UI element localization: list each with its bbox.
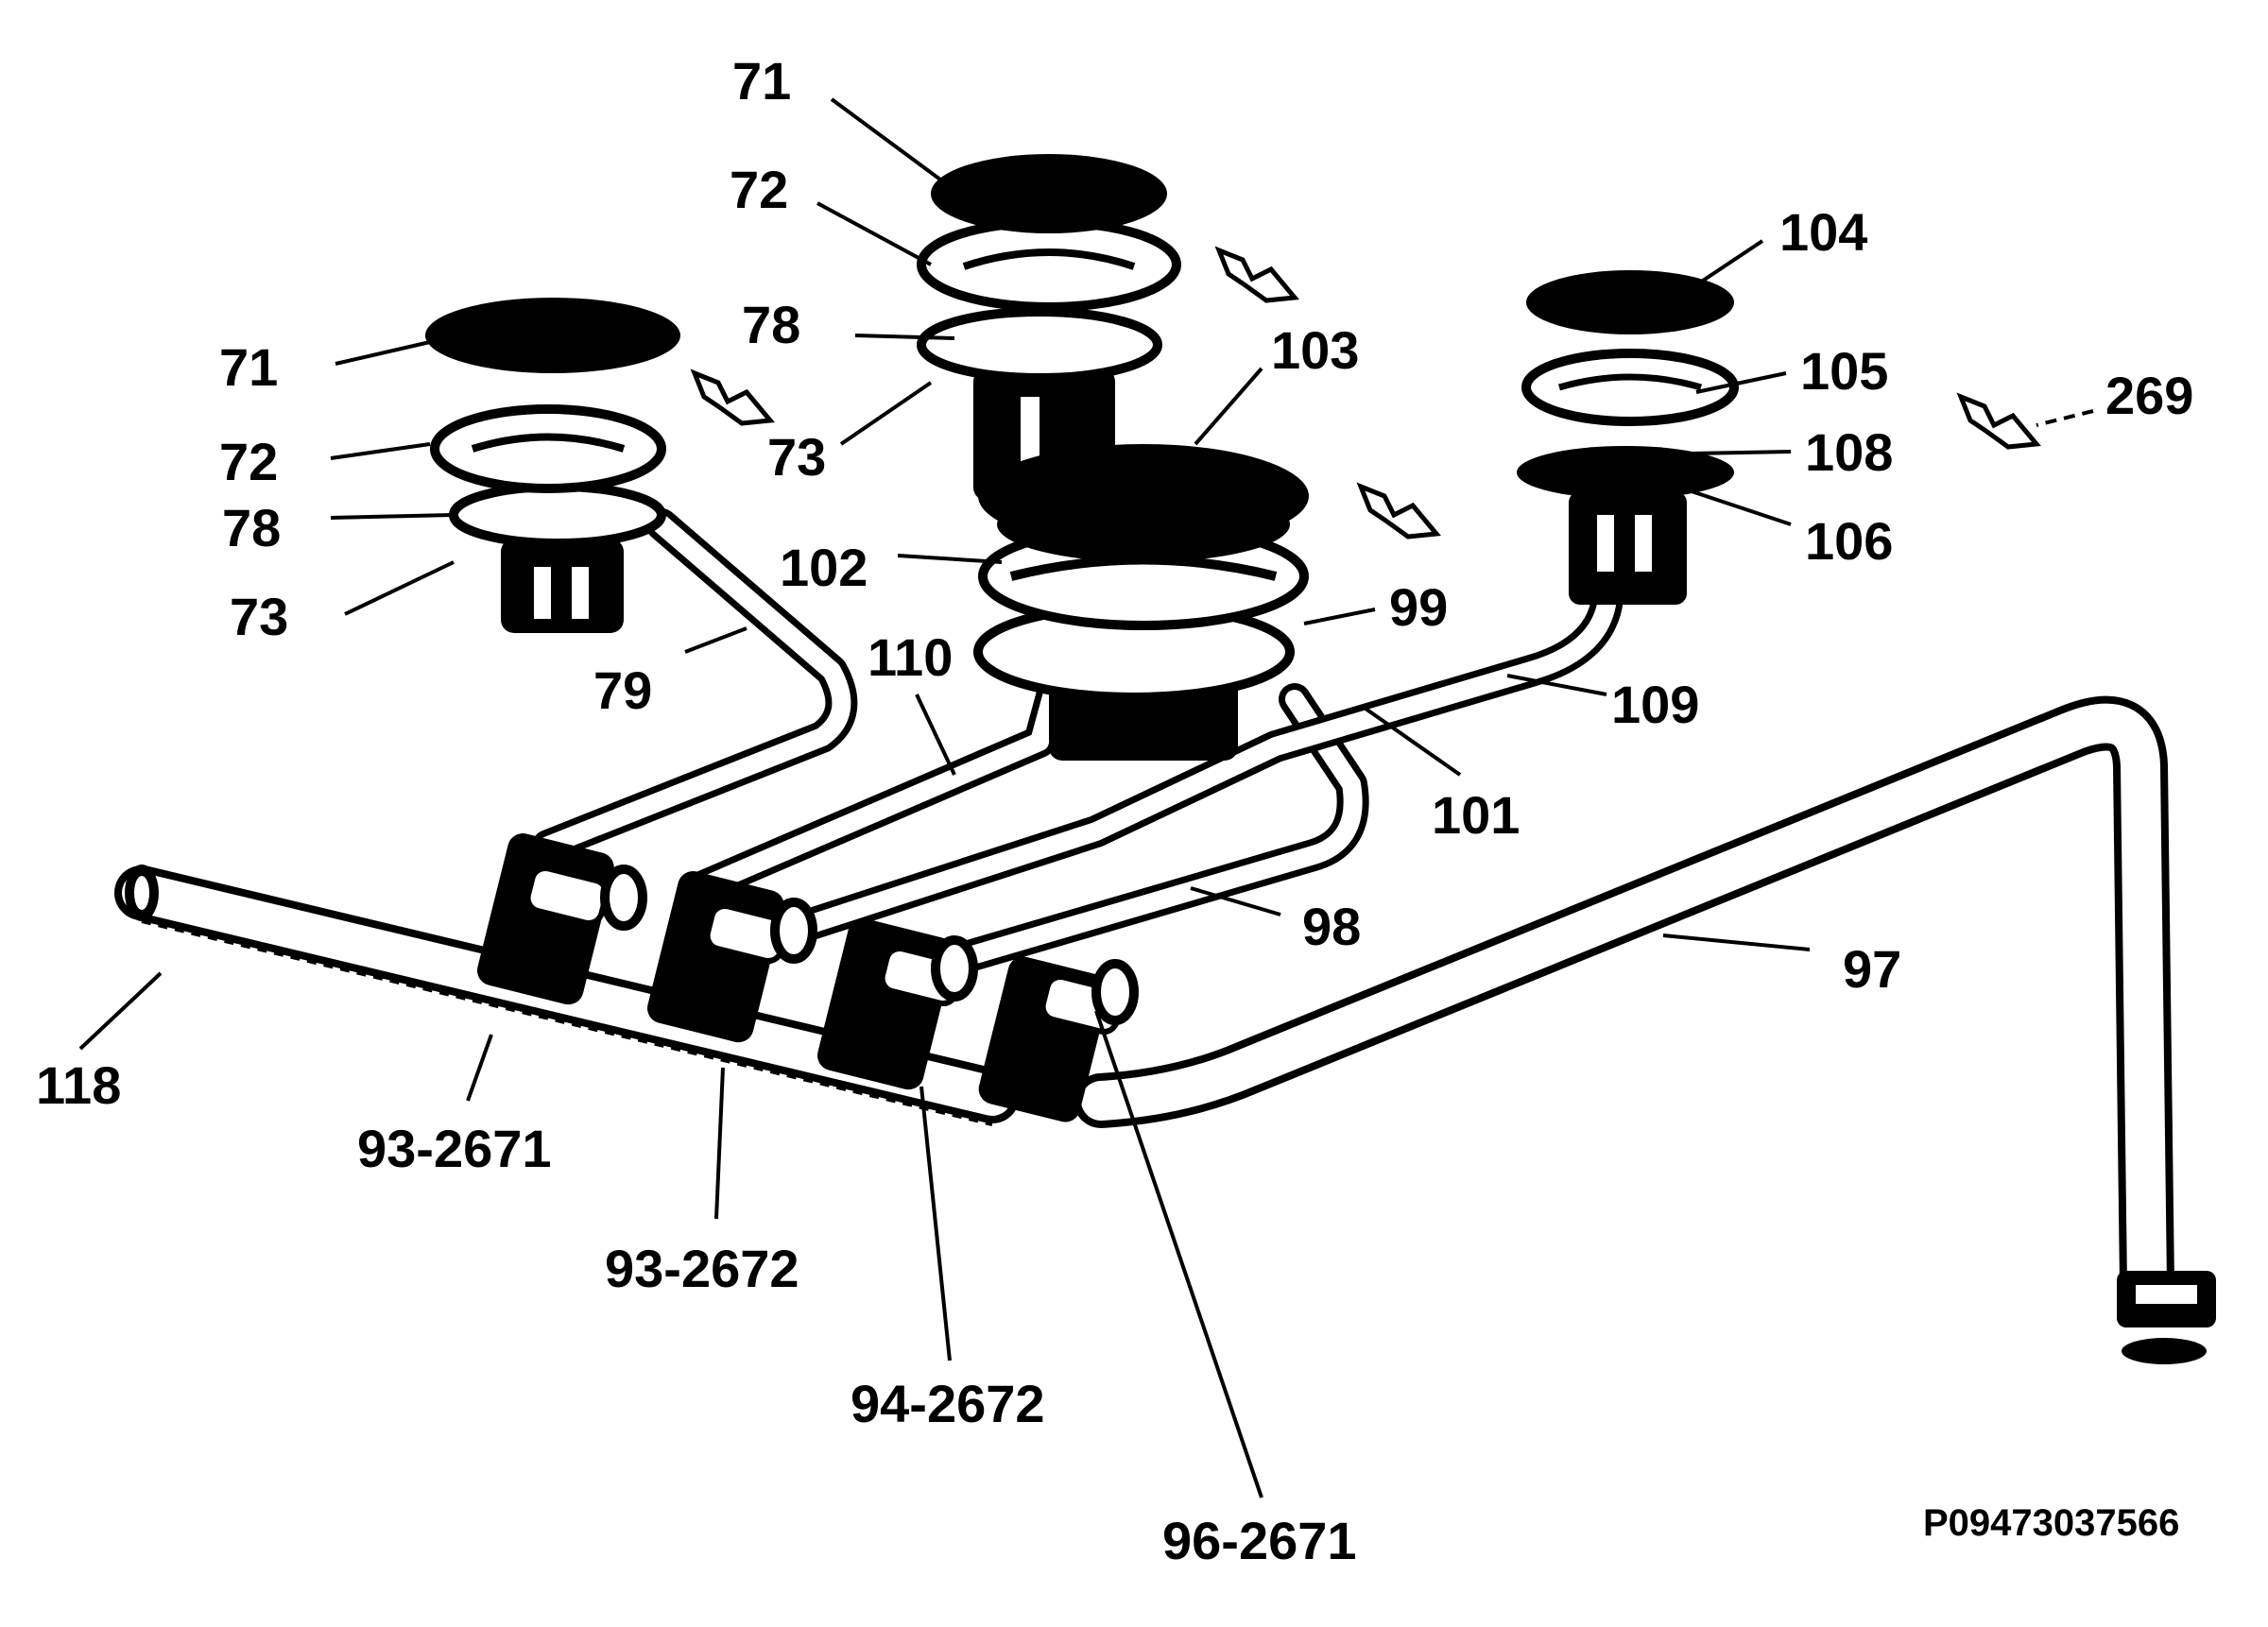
right-burner-assembly bbox=[1517, 270, 1739, 605]
label-78-left: 78 bbox=[222, 498, 281, 557]
label-103: 103 bbox=[1271, 320, 1359, 380]
label-101: 101 bbox=[1432, 785, 1520, 845]
label-73-middle: 73 bbox=[767, 427, 826, 487]
supply-pipe-fitting bbox=[2117, 1271, 2216, 1364]
clip-icon bbox=[1956, 392, 2041, 450]
label-73-left: 73 bbox=[230, 587, 288, 646]
clip-icon bbox=[690, 368, 775, 426]
label-93-2671: 93-2671 bbox=[357, 1119, 552, 1178]
label-93-2672: 93-2672 bbox=[605, 1239, 799, 1298]
left-burner-assembly bbox=[425, 298, 680, 633]
label-110: 110 bbox=[868, 627, 953, 687]
label-105: 105 bbox=[1800, 341, 1888, 401]
large-burner-assembly bbox=[973, 444, 1309, 761]
label-94-2672: 94-2672 bbox=[850, 1374, 1045, 1433]
label-269: 269 bbox=[2105, 366, 2193, 425]
label-109: 109 bbox=[1611, 675, 1699, 734]
label-71-left: 71 bbox=[219, 337, 278, 397]
clip-icon bbox=[1356, 482, 1441, 539]
label-118: 118 bbox=[36, 1055, 121, 1115]
label-108: 108 bbox=[1805, 422, 1893, 482]
spring-clips bbox=[690, 246, 2041, 539]
part-labels: 71 72 78 73 79 71 72 78 73 103 102 110 9… bbox=[36, 51, 2193, 1570]
clip-icon bbox=[1214, 246, 1299, 303]
leader-lines bbox=[78, 97, 2094, 1499]
label-78-middle: 78 bbox=[742, 295, 800, 354]
gas-valves bbox=[477, 833, 1139, 1122]
label-96-2671: 96-2671 bbox=[1162, 1511, 1357, 1570]
label-79: 79 bbox=[593, 660, 652, 720]
label-72-left: 72 bbox=[219, 432, 278, 491]
label-106: 106 bbox=[1805, 511, 1893, 571]
label-104: 104 bbox=[1779, 202, 1867, 262]
label-98: 98 bbox=[1302, 897, 1361, 956]
label-72-middle: 72 bbox=[730, 160, 788, 219]
drawing-code: P09473037566 bbox=[1923, 1502, 2179, 1544]
label-97: 97 bbox=[1843, 939, 1901, 999]
label-99: 99 bbox=[1389, 577, 1448, 637]
label-102: 102 bbox=[780, 538, 868, 597]
label-71-middle: 71 bbox=[732, 51, 791, 111]
